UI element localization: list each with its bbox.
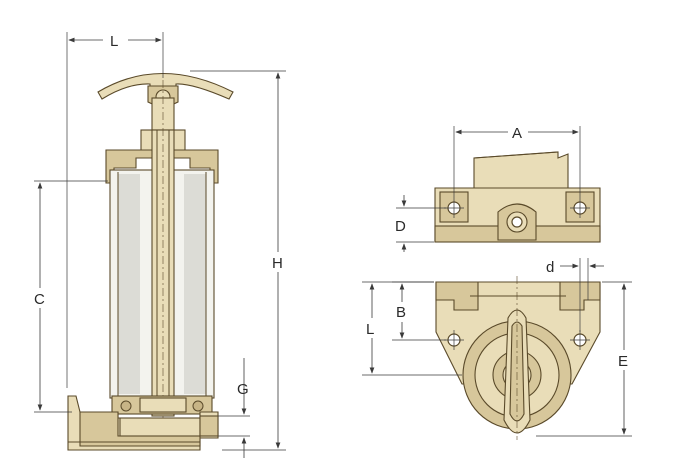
dim-label-bottom-hole-offset: B [396,304,406,321]
dim-label-side-bottom: G [237,381,249,398]
dim-label-bottom-length: L [366,321,374,338]
dim-label-side-width: L [110,33,118,50]
dim-label-bottom-total: E [618,353,628,370]
front-housing-top [473,151,569,191]
side-dimensions: L H C G [34,32,286,458]
side-view [67,73,234,451]
dim-label-bottom-hole-spacing: d [546,259,554,276]
front-view [434,151,601,243]
dim-label-top-width: A [512,125,522,142]
dim-label-top-hole-height: D [395,218,406,235]
dim-label-side-height: H [272,255,283,272]
dim-label-side-cartridge: C [34,291,45,308]
top-view [435,276,601,440]
front-dimensions: A D [395,125,581,252]
front-center-port [511,216,523,228]
top-dimensions: d B L E [362,258,632,437]
